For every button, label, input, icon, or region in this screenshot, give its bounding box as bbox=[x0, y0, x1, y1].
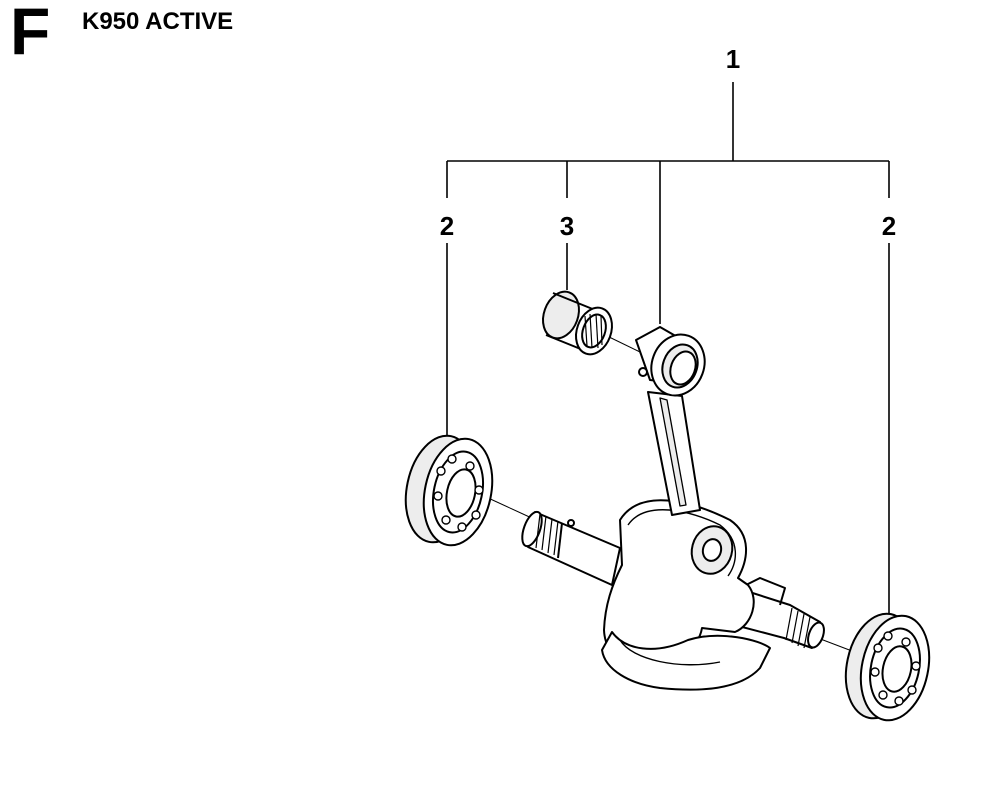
callout-3-needle-bearing[interactable]: 3 bbox=[559, 211, 575, 241]
ball-bearing-left-part[interactable] bbox=[396, 429, 501, 551]
ball-bearing-right-part[interactable] bbox=[837, 607, 939, 726]
leader-lines bbox=[446, 82, 890, 615]
model-title: K950 ACTIVE bbox=[82, 8, 234, 35]
callout-2-bearing-left[interactable]: 2 bbox=[439, 211, 455, 241]
needle-bearing-part[interactable] bbox=[537, 287, 618, 360]
callout-2-bearing-right[interactable]: 2 bbox=[881, 211, 897, 241]
callout-1-crankshaft-assembly[interactable]: 1 bbox=[725, 44, 741, 74]
section-letter: F bbox=[10, 0, 51, 68]
crankshaft-assembly-part[interactable] bbox=[518, 326, 827, 691]
